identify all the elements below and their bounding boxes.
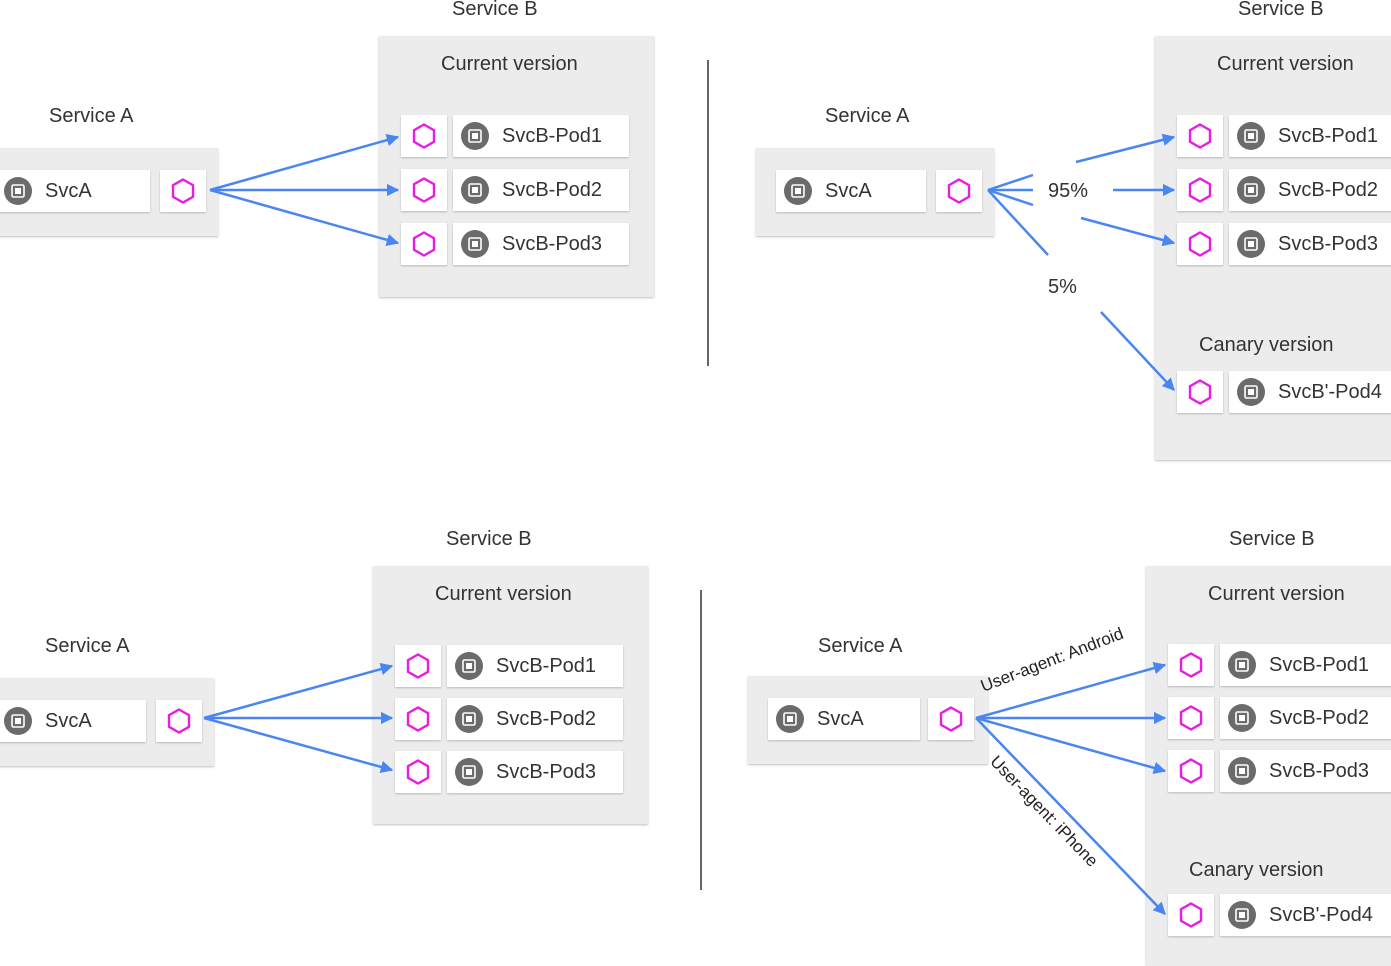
pod-label: SvcB-Pod1	[1278, 124, 1379, 147]
current-version-title: Current version	[435, 583, 572, 605]
svca-pod: SvcA	[0, 170, 150, 212]
divider-bottom	[700, 590, 702, 890]
pod2-proxy	[395, 698, 441, 740]
svca-label: SvcA	[825, 179, 872, 202]
pod1-proxy	[1177, 115, 1223, 157]
service-a-box: SvcA	[748, 676, 988, 764]
svcb-pod3: SvcB-Pod3	[453, 223, 629, 265]
arrow-to-pod1	[203, 662, 394, 720]
pod-label: SvcB-Pod3	[496, 760, 597, 783]
service-b-title: Service B	[1238, 0, 1324, 20]
arrows	[209, 134, 400, 246]
pod1-proxy	[401, 115, 447, 157]
arrows	[975, 662, 1167, 915]
svca-label: SvcA	[45, 709, 92, 732]
pod3-proxy	[401, 223, 447, 265]
svcb-pod3: SvcB-Pod3	[447, 751, 623, 793]
pod-label: SvcB-Pod2	[1278, 178, 1379, 201]
pod3-proxy	[395, 751, 441, 793]
svca-proxy	[160, 170, 206, 212]
svcb-pod2: SvcB-Pod2	[1229, 169, 1391, 211]
weight-current-label: 95%	[1048, 180, 1089, 202]
svca-label: SvcA	[45, 179, 92, 202]
service-a-box: SvcA	[756, 148, 994, 236]
arrows	[987, 133, 1176, 391]
divider-top	[707, 60, 709, 366]
service-b-title: Service B	[452, 0, 538, 20]
pod-label: SvcB-Pod3	[1278, 232, 1379, 255]
pod-label: SvcB-Pod2	[502, 178, 603, 201]
service-b-box: Current version SvcB-Pod1 SvcB-Pod2 SvcB…	[379, 36, 654, 297]
svca-pod: SvcA	[776, 170, 926, 212]
pod4-proxy	[1168, 894, 1214, 936]
pod-label: SvcB-Pod1	[1269, 653, 1370, 676]
svcb-pod3: SvcB-Pod3	[1220, 750, 1391, 792]
svcb-pod2: SvcB-Pod2	[453, 169, 629, 211]
service-b-title: Service B	[446, 528, 532, 550]
pod-label: SvcB-Pod2	[496, 707, 597, 730]
service-a-box: SvcA	[0, 148, 218, 236]
pod1-proxy	[395, 645, 441, 687]
svcb-pod1: SvcB-Pod1	[1220, 644, 1391, 686]
arrow-to-pod3	[975, 716, 1167, 774]
pod3-proxy	[1168, 750, 1214, 792]
arrow-to-pod1	[1075, 133, 1176, 164]
svca-label: SvcA	[817, 707, 864, 730]
svcb-canary-pod4: SvcB'-Pod4	[1229, 371, 1391, 413]
arrow-to-pod1	[975, 662, 1167, 720]
service-b-box: Current version SvcB-Pod1 SvcB-Pod2 SvcB…	[1146, 566, 1391, 966]
pod-label: SvcB-Pod3	[1269, 759, 1370, 782]
service-a-box: SvcA	[0, 678, 214, 766]
current-version-title: Current version	[441, 53, 578, 75]
canary-version-title: Canary version	[1189, 859, 1324, 881]
canary-version-title: Canary version	[1199, 334, 1334, 356]
svca-proxy	[936, 170, 982, 212]
svcb-pod1: SvcB-Pod1	[447, 645, 623, 687]
fan-line	[987, 189, 1049, 256]
arrow-to-canary	[975, 717, 1166, 915]
service-b-title: Service B	[1229, 528, 1315, 550]
current-version-title: Current version	[1208, 583, 1345, 605]
arrow-to-canary	[1100, 311, 1175, 391]
pod-label: SvcB-Pod1	[502, 124, 603, 147]
pod-label: SvcB-Pod2	[1269, 706, 1370, 729]
weight-canary-label: 5%	[1048, 276, 1077, 298]
svca-proxy	[928, 698, 974, 740]
arrow-to-pod3	[203, 716, 394, 774]
service-b-box: Current version SvcB-Pod1 SvcB-Pod2 SvcB…	[373, 566, 648, 824]
svcb-pod1: SvcB-Pod1	[1229, 115, 1391, 157]
service-a-title: Service A	[45, 635, 130, 657]
service-a-title: Service A	[825, 105, 910, 127]
arrow-to-pod3	[209, 188, 400, 246]
arrow-to-pod3	[1080, 216, 1176, 247]
svca-pod: SvcA	[0, 700, 146, 742]
service-b-box: Current version SvcB-Pod1 SvcB-Pod2 SvcB…	[1155, 36, 1391, 460]
service-a-title: Service A	[818, 635, 903, 657]
svcb-pod2: SvcB-Pod2	[447, 698, 623, 740]
fan-line	[987, 173, 1034, 192]
service-a-title: Service A	[49, 105, 134, 127]
pod2-proxy	[1177, 169, 1223, 211]
arrows	[203, 662, 394, 774]
arrow-to-pod1	[209, 134, 400, 192]
pod-label: SvcB'-Pod4	[1269, 903, 1373, 926]
svcb-pod2: SvcB-Pod2	[1220, 697, 1391, 739]
svca-pod: SvcA	[768, 698, 920, 740]
pod-label: SvcB-Pod3	[502, 232, 603, 255]
pod1-proxy	[1168, 644, 1214, 686]
pod-label: SvcB-Pod1	[496, 654, 597, 677]
svca-proxy	[156, 700, 202, 742]
svcb-pod1: SvcB-Pod1	[453, 115, 629, 157]
pod2-proxy	[401, 169, 447, 211]
current-version-title: Current version	[1217, 53, 1354, 75]
pod3-proxy	[1177, 223, 1223, 265]
fan-line	[987, 188, 1034, 207]
pod4-proxy	[1177, 371, 1223, 413]
pod2-proxy	[1168, 697, 1214, 739]
svcb-pod3: SvcB-Pod3	[1229, 223, 1391, 265]
pod-label: SvcB'-Pod4	[1278, 380, 1382, 403]
svcb-canary-pod4: SvcB'-Pod4	[1220, 894, 1391, 936]
